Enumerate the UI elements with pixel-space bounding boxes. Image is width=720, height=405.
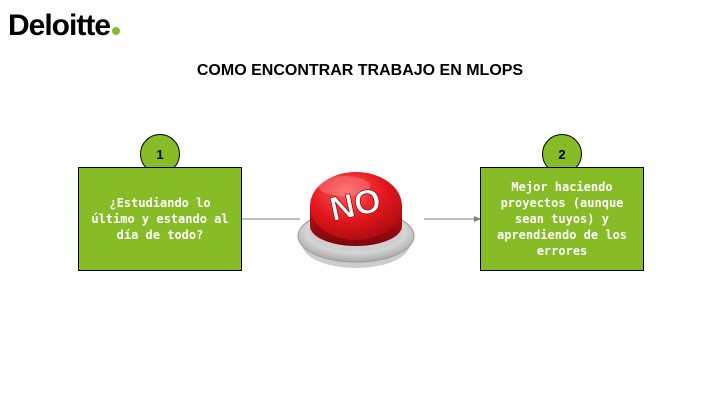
step-2-box: Mejor haciendo proyectos (aunque sean tu… — [480, 167, 644, 271]
step-1-box: ¿Estudiando lo último y estando al día d… — [78, 167, 242, 271]
no-button-icon: NO — [297, 172, 415, 268]
deloitte-logo: Deloitte — [8, 6, 121, 46]
step-2-text: Mejor haciendo proyectos (aunque sean tu… — [496, 180, 628, 258]
connector-right-arrow — [424, 216, 481, 222]
logo-dot — [112, 27, 121, 35]
connector-left-line — [242, 218, 300, 220]
step-1-text: ¿Estudiando lo último y estando al día d… — [91, 196, 229, 242]
page-title: COMO ENCONTRAR TRABAJO EN MLOPS — [196, 62, 524, 79]
logo-text: Deloitte — [8, 9, 111, 42]
